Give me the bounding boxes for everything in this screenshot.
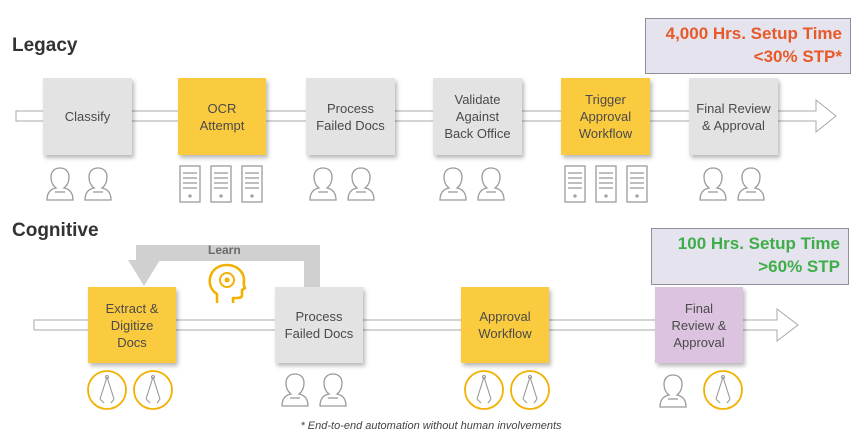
learn-label: Learn: [208, 243, 241, 257]
legacy-stats-box: 4,000 Hrs. Setup Time <30% STP*: [645, 18, 851, 74]
bot-icon-pair: [464, 370, 550, 410]
legacy-step-label: Final Review& Approval: [696, 100, 771, 133]
cognitive-title: Cognitive: [12, 220, 99, 241]
people-icon: [46, 167, 112, 201]
legacy-step-final-review: Final Review& Approval: [689, 78, 778, 155]
legacy-step-label: Classify: [64, 109, 111, 124]
cognitive-stats-box: 100 Hrs. Setup Time >60% STP: [651, 228, 849, 285]
legacy-setup-time: 4,000 Hrs. Setup Time: [665, 24, 842, 43]
server-icon: [564, 165, 648, 203]
server-icon: [179, 165, 263, 203]
bot-icon-pair: [87, 370, 173, 410]
learn-feedback-arrow: [128, 245, 320, 288]
brain-head-icon: [208, 263, 247, 303]
cognitive-stp: >60% STP: [758, 257, 840, 276]
legacy-flow-arrow: [15, 98, 837, 134]
cognitive-setup-time: 100 Hrs. Setup Time: [677, 234, 840, 253]
people-icon: [309, 167, 375, 201]
person-and-bot-icon: [659, 370, 743, 410]
footnote: * End-to-end automation without human in…: [300, 420, 562, 432]
people-icon: [699, 167, 765, 201]
people-icon: [281, 373, 347, 407]
people-icon: [439, 167, 505, 201]
legacy-title: Legacy: [12, 35, 78, 56]
legacy-stp: <30% STP*: [753, 47, 842, 66]
legacy-step-classify: Classify: [43, 78, 132, 155]
